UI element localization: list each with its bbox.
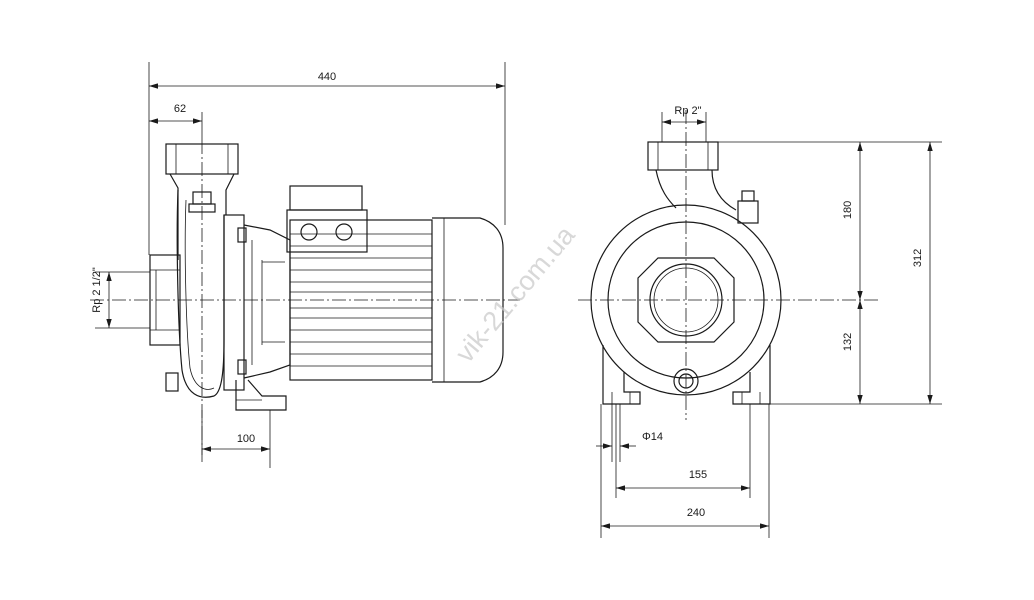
dim-hole-diameter: Φ14 — [642, 431, 663, 443]
cable-gland-2 — [335, 223, 353, 241]
watermark: vik-21.com.ua — [450, 219, 582, 368]
motor-body — [289, 219, 433, 381]
dim-outlet-thread: Rp 2" — [674, 105, 701, 117]
inlet-nut — [637, 257, 735, 343]
suction-flange — [149, 254, 181, 346]
fan-cover — [432, 217, 504, 383]
front-foot-right — [732, 345, 771, 405]
front-dimensions: Rp 2" 180 132 312 Φ14 155 240 — [596, 105, 942, 538]
side-view — [90, 140, 520, 455]
bracket — [243, 224, 291, 379]
side-dimensions: 440 62 Rp 2 1/2" 100 — [91, 62, 506, 468]
dim-inlet-thread: Rp 2 1/2" — [91, 267, 103, 313]
cable-gland-1 — [300, 223, 318, 241]
dim-total-height: 312 — [912, 249, 924, 267]
outlet-flange — [647, 141, 719, 171]
front-foot-left — [602, 345, 641, 405]
dim-overall-length: 440 — [318, 71, 336, 83]
discharge-neck — [169, 173, 179, 260]
front-drain-plug — [673, 368, 699, 394]
front-vent-plug — [741, 190, 755, 202]
drain-plug — [165, 372, 179, 392]
volute-outer — [590, 204, 782, 396]
dim-height-upper: 180 — [842, 201, 854, 219]
dim-foot-spacing: 155 — [689, 469, 707, 481]
dim-base-width: 240 — [687, 507, 705, 519]
volute-inner — [607, 221, 765, 379]
dim-inlet-offset: 62 — [174, 103, 186, 115]
front-view — [578, 110, 880, 420]
pump-foot — [235, 379, 287, 411]
cooling-fins — [290, 233, 432, 367]
terminal-box — [286, 209, 368, 253]
inlet-bore — [649, 263, 723, 337]
terminal-box-top — [289, 185, 363, 211]
dim-foot-offset: 100 — [237, 433, 255, 445]
discharge-flange — [165, 143, 239, 175]
volute-neck — [655, 169, 677, 209]
dim-height-lower: 132 — [842, 333, 854, 351]
adapter-flange — [223, 214, 245, 391]
volute-casing — [176, 189, 225, 398]
